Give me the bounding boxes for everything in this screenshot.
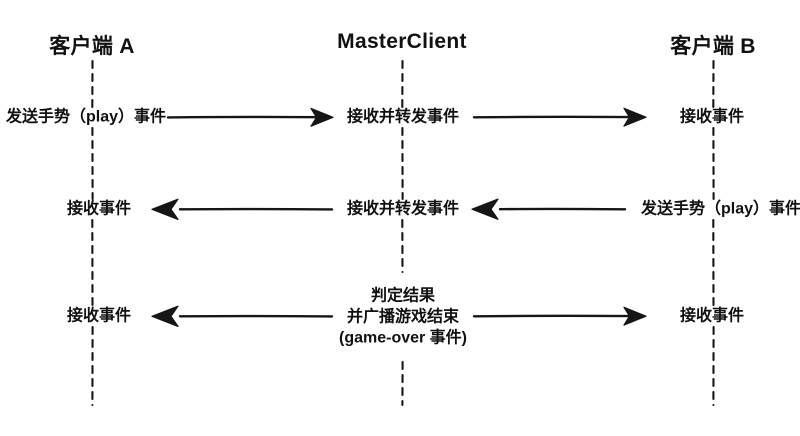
arrow-master-broadcast-a [151,305,334,327]
row-2-left-label: 接收事件 [66,200,131,218]
lane-title-master-client: MasterClient [337,30,467,53]
arrow-master-broadcast-b [472,306,647,326]
row-1-right-label: 接收事件 [680,108,745,126]
arrow-master-to-a [151,198,334,220]
row-3-center-label: 判定结果 并广播游戏结束 (game-over 事件) [339,286,467,349]
row-2-center-label: 接收并转发事件 [346,200,460,218]
arrow-master-to-b [472,107,647,127]
row-3-center-label-line-2: 并广播游戏结束 [346,308,459,326]
arrow-b-to-master [471,198,627,220]
row-1-center-label: 接收并转发事件 [346,108,460,126]
row-2-right-label: 发送手势（play）事件 [641,200,800,218]
row-3-left-label: 接收事件 [66,307,131,325]
lane-title-client-b: 客户端 B [670,35,756,58]
arrow-a-to-master [166,107,334,127]
row-1-left-label: 发送手势（play）事件 [5,108,166,126]
row-3-center-label-line-1: 判定结果 [370,287,435,305]
row-3-right-label: 接收事件 [680,307,745,325]
lane-title-client-a: 客户端 A [49,35,135,58]
row-3-center-label-line-3: (game-over 事件) [338,329,468,347]
